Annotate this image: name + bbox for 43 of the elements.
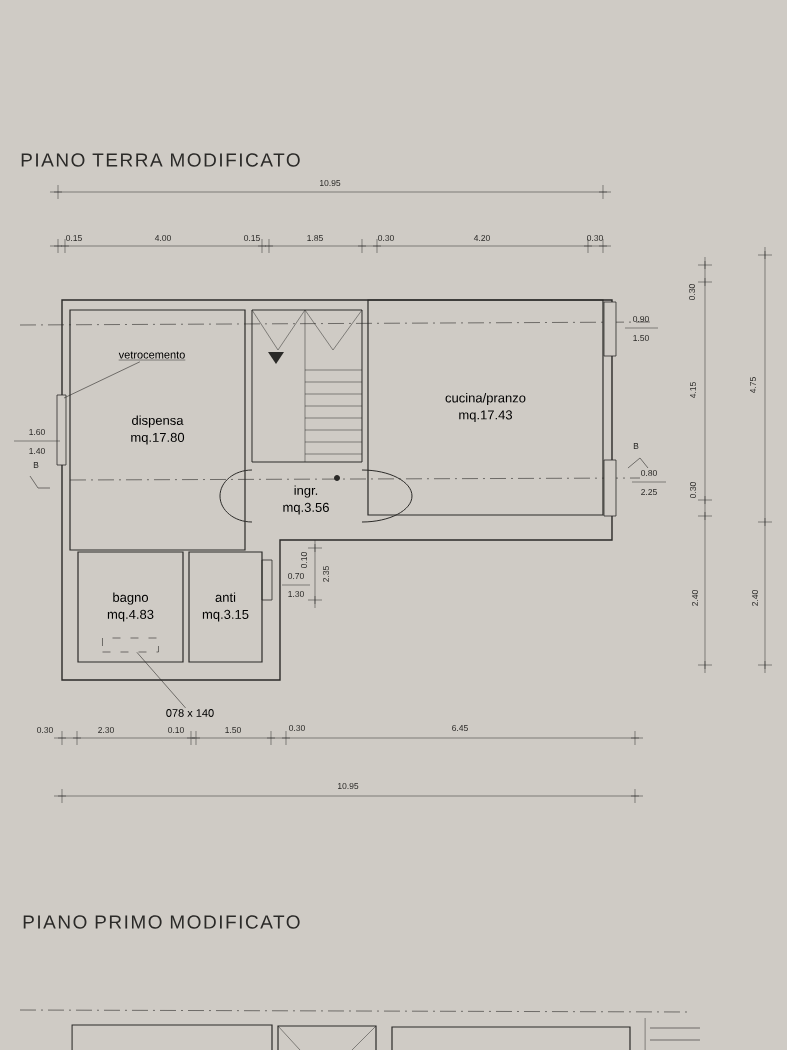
dimension-label: 2.40: [692, 590, 698, 606]
dimension-label: 0.30: [37, 727, 53, 733]
dimension-label: 1.50: [633, 335, 649, 341]
dimension-label: 2.25: [641, 489, 657, 495]
dimension-label: B: [33, 462, 39, 468]
room-label: anti mq.3.15: [188, 551, 263, 663]
dimension-label: 1.50: [225, 727, 241, 733]
dimension-label: 0.70: [288, 573, 304, 579]
dimension-label: 2.35: [323, 566, 329, 582]
dimension-label: 2.30: [98, 727, 114, 733]
skylight-outline: [102, 637, 159, 653]
dimension-label: 0.30: [587, 235, 603, 241]
dimension-label: 0.30: [378, 235, 394, 241]
dimension-label: 0.80: [641, 470, 657, 476]
dimension-label: 0.30: [689, 284, 695, 300]
dimension-label: 6.45: [452, 725, 468, 731]
dimension-label: 0.10: [301, 552, 307, 568]
room-label: bagno mq.4.83: [77, 551, 184, 663]
dimension-label: 0.15: [244, 235, 260, 241]
window-size-note: 078 x 140: [166, 709, 214, 717]
room-label: ingr. mq.3.56: [283, 485, 329, 515]
dimension-label: B: [633, 443, 639, 449]
plan-heading: PIANO TERRA MODIFICATO: [21, 153, 300, 167]
room-label: cucina/pranzo mq.17.43: [367, 299, 604, 516]
dimension-label: 1.85: [307, 235, 323, 241]
dimension-label: 1.40: [29, 448, 45, 454]
dimension-label: 4.00: [154, 235, 171, 241]
material-note: vetrocemento: [118, 351, 186, 361]
leader-line: [63, 361, 141, 399]
dimension-label: 10.95: [320, 180, 341, 186]
dimension-label: 4.20: [473, 235, 490, 241]
dimension-label: 2.40: [752, 590, 758, 606]
dimension-label: 4.75: [750, 377, 756, 394]
dimension-label: 4.15: [690, 382, 696, 399]
dimension-label: 1.60: [29, 429, 45, 435]
dimension-label: 10.95: [338, 783, 359, 789]
dimension-label: 0.30: [690, 482, 696, 498]
plan-heading: PIANO PRIMO MODIFICATO: [23, 915, 300, 929]
dimension-label: 0.10: [168, 727, 184, 733]
dimension-label: 1.30: [288, 591, 304, 597]
dimension-label: 0.15: [66, 235, 82, 241]
dimension-label: 0.30: [289, 725, 305, 731]
dimension-label: 0.90: [633, 316, 649, 322]
